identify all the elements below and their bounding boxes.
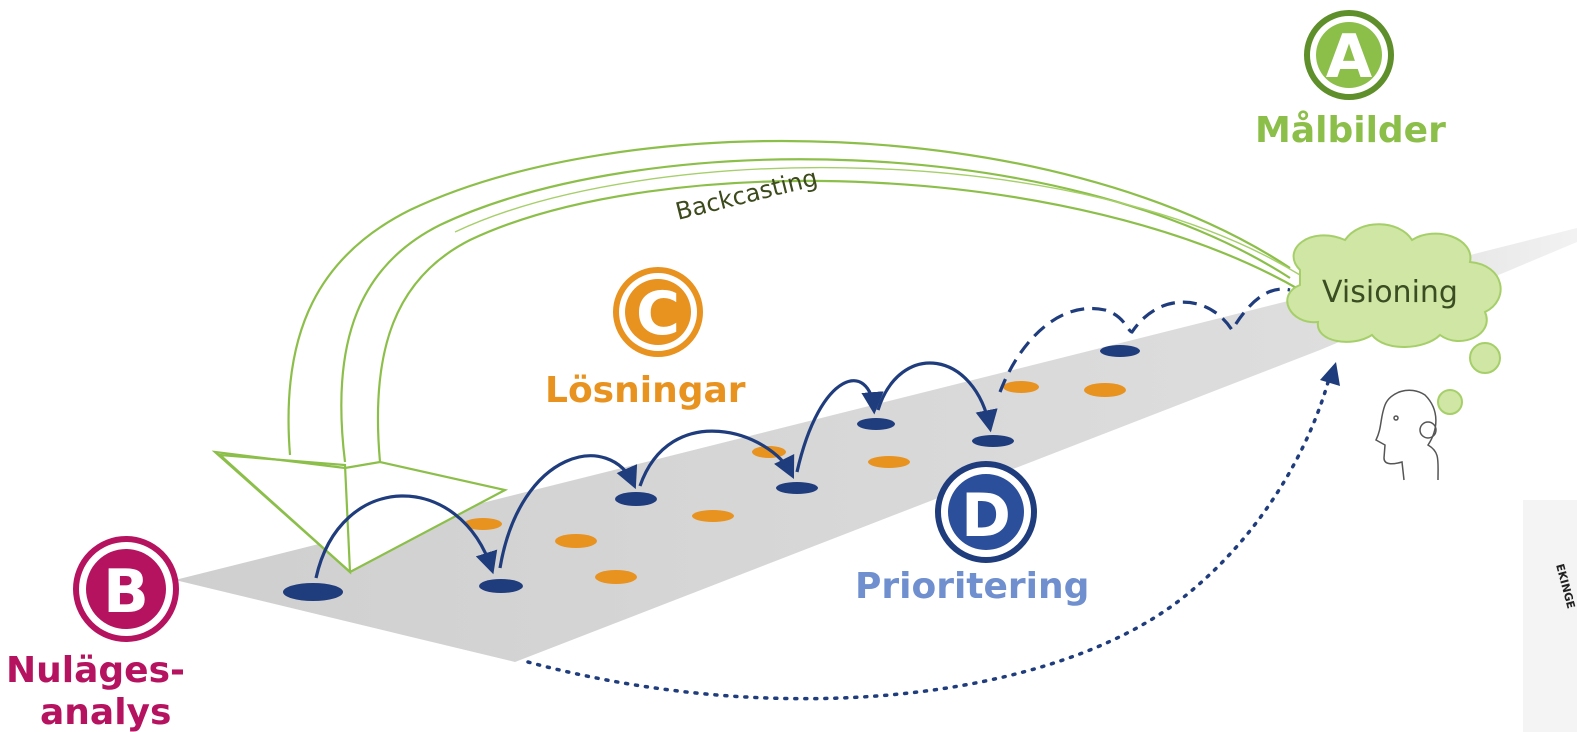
- nulages-label-line1: Nuläges-: [6, 650, 185, 691]
- prioritering-label: Prioritering: [855, 566, 1089, 607]
- badge-a-letter: A: [1326, 22, 1373, 92]
- dotted-prioritering-arrow: [526, 373, 1332, 701]
- badge-c-letter: C: [636, 279, 680, 349]
- side-logo-strip: [1523, 500, 1577, 732]
- visioning-label: Visioning: [1322, 275, 1458, 310]
- badge-c: C: [613, 267, 703, 357]
- nulages-label-line2: analys: [40, 692, 171, 732]
- badge-d-letter: D: [961, 481, 1011, 551]
- badge-b: B: [73, 536, 179, 642]
- dashed-vision-arrow: [998, 287, 1291, 393]
- badge-d: D: [935, 461, 1037, 563]
- step-markers: [283, 345, 1140, 601]
- backcasting-inner-line: [454, 166, 1301, 276]
- backcasting-label: Backcasting: [673, 164, 821, 226]
- roadmap-path: [175, 228, 1577, 662]
- solution-markers: [464, 381, 1126, 584]
- malbilder-label: Målbilder: [1255, 110, 1446, 151]
- thought-cloud: [1286, 223, 1502, 415]
- badge-b-letter: B: [103, 557, 149, 627]
- badge-a: A: [1304, 10, 1394, 100]
- backcasting-arrow: [211, 139, 1301, 575]
- jump-arrows: [314, 361, 998, 579]
- dotted-arrow-head: [1320, 362, 1340, 386]
- head-silhouette-icon: [1375, 389, 1439, 481]
- losningar-label: Lösningar: [545, 370, 746, 411]
